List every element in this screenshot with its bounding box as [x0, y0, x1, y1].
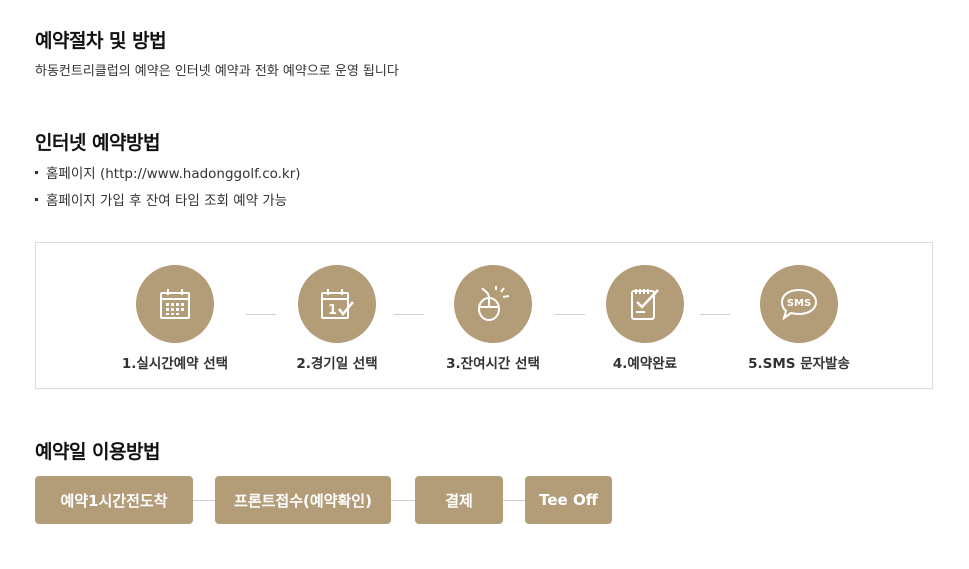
- sms-icon-text: SMS: [787, 298, 811, 309]
- procedure-description: 하동컨트리클럽의 예약은 인터넷 예약과 전화 예약으로 운영 됩니다: [35, 64, 399, 79]
- step-2: 1 2.경기일 선택: [267, 265, 407, 372]
- calendar-check-icon: 1: [321, 289, 354, 319]
- bullet-dot: [35, 197, 38, 201]
- step-5: SMS 5.SMS 문자발송: [729, 265, 869, 372]
- flow-arrival: 예약1시간전도착: [35, 476, 193, 524]
- usage-title: 예약일 이용방법: [35, 441, 160, 463]
- flow-front-desk: 프론트접수(예약확인): [215, 476, 391, 524]
- step-3: 3.잔여시간 선택: [423, 265, 563, 372]
- flow-connector: [503, 500, 525, 501]
- step-connector: [246, 314, 276, 315]
- flow-payment: 결제: [415, 476, 503, 524]
- flow-tee-off: Tee Off: [525, 476, 612, 524]
- bullet-signup-text: 홈페이지 가입 후 잔여 타임 조회 예약 가능: [46, 193, 288, 209]
- step-3-circle: [454, 265, 532, 343]
- step-5-circle: SMS: [760, 265, 838, 343]
- step-connector: [394, 314, 424, 315]
- clipboard-check-icon: [631, 289, 659, 320]
- mouse-click-icon: [478, 286, 510, 321]
- step-3-label: 3.잔여시간 선택: [446, 356, 540, 372]
- flow-connector: [193, 500, 215, 501]
- procedure-title: 예약절차 및 방법: [35, 30, 167, 52]
- calendar-day-number: 1: [328, 303, 337, 318]
- step-5-label: 5.SMS 문자발송: [748, 356, 850, 372]
- step-connector: [555, 314, 585, 315]
- bullet-homepage: 홈페이지 (http://www.hadonggolf.co.kr): [35, 162, 301, 182]
- bullet-homepage-text: 홈페이지 (http://www.hadonggolf.co.kr): [46, 166, 301, 182]
- step-2-circle: 1: [298, 265, 376, 343]
- step-1: 1.실시간예약 선택: [105, 265, 245, 372]
- calendar-icon: [160, 289, 190, 319]
- sms-bubble-icon: SMS: [780, 288, 818, 321]
- reservation-steps-box: 1.실시간예약 선택 1 2.경기일 선택: [35, 242, 933, 389]
- step-connector: [700, 314, 730, 315]
- step-1-circle: [136, 265, 214, 343]
- step-4-circle: [606, 265, 684, 343]
- step-2-label: 2.경기일 선택: [296, 356, 378, 372]
- internet-title: 인터넷 예약방법: [35, 132, 160, 154]
- step-1-label: 1.실시간예약 선택: [121, 356, 229, 372]
- step-4-label: 4.예약완료: [612, 356, 678, 372]
- flow-connector: [391, 500, 415, 501]
- bullet-signup: 홈페이지 가입 후 잔여 타임 조회 예약 가능: [35, 189, 287, 209]
- bullet-dot: [35, 170, 38, 174]
- step-4: 4.예약완료: [575, 265, 715, 372]
